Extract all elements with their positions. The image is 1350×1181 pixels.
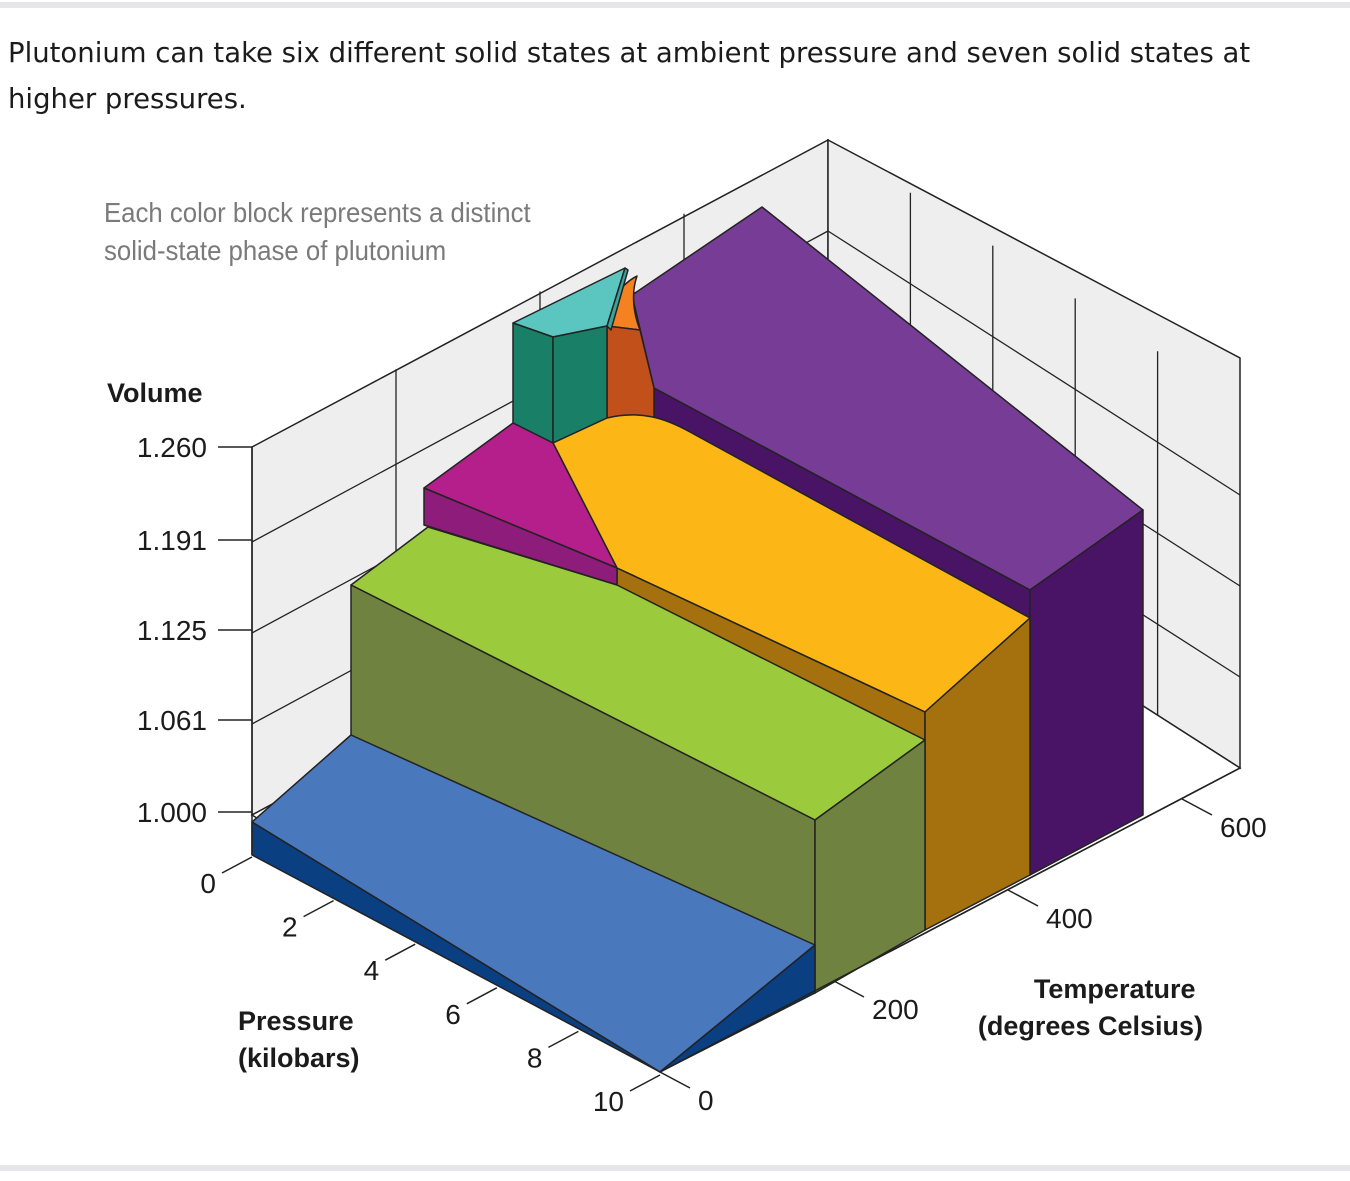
- temperature-tick-mark: [833, 980, 865, 998]
- pressure-tick-label: 0: [200, 868, 216, 899]
- temperature-tick-label: 0: [698, 1085, 714, 1116]
- pressure-tick-label: 6: [445, 999, 461, 1030]
- temperature-axis-line: [659, 767, 1241, 1073]
- volume-tick-label: 1.061: [137, 705, 207, 736]
- pressure-tick-mark: [548, 1030, 579, 1049]
- volume-tick-label: 1.260: [137, 432, 207, 463]
- temperature-axis: 0 200 400 600 Temperature (degrees Celsius): [659, 767, 1267, 1116]
- caption: Plutonium can take six different solid s…: [8, 37, 1251, 115]
- pressure-tick-mark: [303, 899, 334, 918]
- pressure-tick-mark: [466, 987, 498, 1005]
- teal-phase-edge: [606, 267, 629, 331]
- temperature-tick-label: 600: [1220, 812, 1267, 843]
- pressure-axis-title-line-1: Pressure: [238, 1006, 354, 1036]
- bottom-rule: [0, 1165, 1350, 1171]
- pressure-tick-mark: [384, 943, 416, 961]
- grid-line-right-horizontal: [827, 230, 1241, 496]
- volume-tick-label: 1.125: [137, 615, 207, 646]
- temperature-tick-label: 400: [1046, 903, 1093, 934]
- pressure-axis: 0 2 4 6 8 10 Pressure (kilobars): [200, 856, 661, 1117]
- temperature-axis-title: Temperature (degrees Celsius): [978, 974, 1203, 1041]
- pressure-tick-mark: [221, 856, 253, 874]
- phase-blocks: [251, 206, 1144, 1073]
- temperature-axis-title-line-1: Temperature: [1034, 974, 1196, 1004]
- volume-axis: 1.000 1.061 1.125 1.191 1.260 Volume: [107, 378, 253, 855]
- green-phase-side: [814, 739, 926, 994]
- volume-tick-label: 1.191: [137, 525, 207, 556]
- temperature-tick-mark: [1181, 798, 1213, 816]
- blue-phase-side: [659, 944, 816, 1073]
- pressure-tick-label: 8: [527, 1042, 543, 1073]
- top-rule: [0, 2, 1350, 8]
- temperature-tick-label: 200: [872, 994, 919, 1025]
- temperature-tick-mark: [659, 1071, 691, 1089]
- temperature-axis-title-line-2: (degrees Celsius): [978, 1011, 1203, 1041]
- pressure-tick-label: 10: [593, 1086, 624, 1117]
- pressure-tick-mark: [629, 1074, 661, 1092]
- phase-note: Each color block represents a distinct s…: [104, 197, 531, 266]
- pressure-tick-label: 2: [282, 912, 298, 943]
- teal-phase-left: [512, 322, 554, 444]
- pressure-axis-title: Pressure (kilobars): [238, 1006, 361, 1073]
- volume-axis-title: Volume: [107, 378, 203, 408]
- volume-tick-label: 1.000: [137, 797, 207, 828]
- pressure-tick-label: 4: [364, 955, 380, 986]
- pressure-axis-title-line-2: (kilobars): [238, 1043, 360, 1073]
- temperature-tick-mark: [1007, 889, 1039, 907]
